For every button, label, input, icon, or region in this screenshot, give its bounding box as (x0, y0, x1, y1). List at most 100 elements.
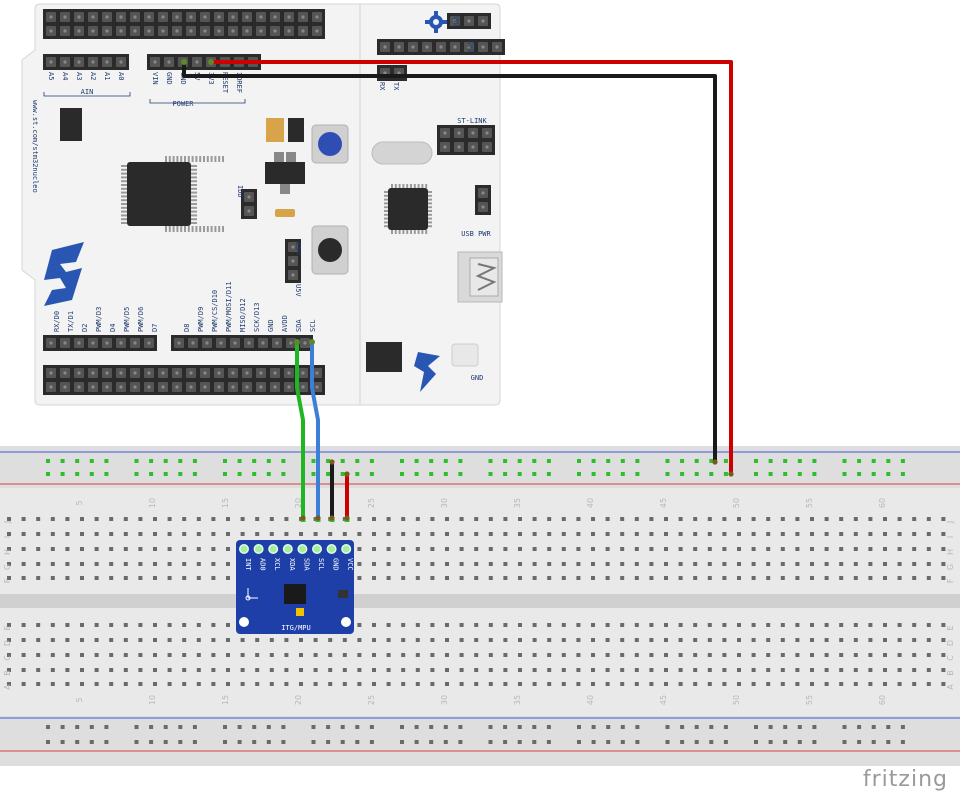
bb-hole (620, 638, 625, 642)
header-pin-hole (245, 371, 249, 375)
rail-hole (606, 472, 611, 476)
bb-hole (810, 668, 814, 672)
bb-hole (766, 547, 771, 551)
bb-hole (678, 532, 683, 536)
user-button[interactable] (311, 124, 349, 164)
bb-hole (897, 517, 902, 521)
rail-hole (458, 472, 463, 476)
module-pin-label: GND (332, 558, 340, 571)
bb-hole (926, 517, 931, 521)
header-pin-hole (287, 29, 291, 33)
bb-hole (21, 682, 26, 686)
wire-end (309, 339, 315, 345)
header-pin-hole (175, 371, 179, 375)
bb-hole (109, 638, 114, 642)
row-letter: J (946, 521, 955, 524)
mcu-pin (191, 199, 197, 202)
bb-hole (605, 517, 610, 521)
header-pin-hole (105, 60, 109, 64)
bb-hole (649, 562, 654, 566)
bb-hole (532, 668, 537, 672)
bb-hole (109, 517, 114, 521)
header-pin-hole (383, 45, 387, 49)
rail-hole (75, 740, 80, 744)
bb-hole (299, 638, 303, 642)
rail-hole (768, 740, 773, 744)
rail-hole (104, 725, 109, 729)
bb-hole (649, 547, 654, 551)
stlink-pin (394, 230, 397, 234)
bb-hole (401, 576, 406, 580)
bb-hole (328, 653, 333, 657)
rail-hole (178, 459, 183, 463)
header-pin-hole (175, 29, 179, 33)
rail-hole (429, 725, 434, 729)
bb-hole (211, 576, 216, 580)
header-pin-hole (161, 385, 165, 389)
column-numbers: 5510101515202025253030353540404545505055… (75, 498, 887, 705)
bb-hole (693, 682, 698, 686)
mcu-pin (172, 226, 175, 232)
header-pin-hole (471, 131, 475, 135)
bb-hole (532, 653, 537, 657)
row-letter: D (3, 640, 12, 646)
bb-hole (211, 532, 216, 536)
bb-hole (167, 623, 172, 627)
rail-hole (75, 472, 80, 476)
usb-connector[interactable] (457, 251, 503, 303)
bb-hole (664, 547, 668, 551)
bb-hole (561, 653, 566, 657)
bb-hole (664, 653, 668, 657)
bb-hole (36, 576, 41, 580)
bb-hole (109, 623, 114, 627)
bb-hole (65, 547, 70, 551)
header-pin-hole (245, 385, 249, 389)
bb-hole (196, 638, 201, 642)
module-pin-pad (342, 545, 350, 553)
bb-hole (518, 682, 522, 686)
bb-hole (751, 562, 756, 566)
rail-hole (886, 740, 891, 744)
bb-hole (211, 623, 216, 627)
row-letter: E (3, 625, 12, 630)
header-pin-hole (273, 29, 277, 33)
bb-hole (941, 623, 946, 627)
pin-label: GND (179, 72, 187, 85)
bb-hole (561, 547, 566, 551)
power-label: POWER (172, 100, 194, 108)
reset-button[interactable] (311, 225, 349, 275)
bb-hole (7, 638, 11, 642)
bb-hole (853, 668, 858, 672)
column-number: 20 (294, 695, 303, 705)
column-number: 50 (732, 695, 741, 705)
url-text: www.st.com/stm32nucleo (31, 100, 39, 193)
bb-hole (912, 668, 917, 672)
rail-hole (134, 472, 139, 476)
header-pin-hole (315, 385, 319, 389)
bb-hole (547, 638, 552, 642)
mount-hole-right (341, 617, 351, 627)
header-pin-hole (485, 131, 489, 135)
rail-hole (400, 459, 404, 463)
bb-hole (678, 623, 683, 627)
pin-label: PWM/MOSI/D11 (225, 281, 233, 332)
bb-hole (839, 576, 844, 580)
rail-hole (709, 459, 714, 463)
bb-hole (211, 517, 216, 521)
bb-hole (357, 653, 362, 657)
morpho-header-bottom (43, 365, 325, 395)
bb-hole (196, 668, 201, 672)
bb-hole (926, 562, 931, 566)
bb-hole (810, 653, 814, 657)
header-pin-hole (133, 385, 137, 389)
column-number: 25 (367, 498, 376, 508)
mcu-pin (121, 195, 127, 198)
rail-hole (326, 472, 331, 476)
header-pin-hole (119, 341, 123, 345)
mcu-pin (191, 176, 197, 179)
bb-hole (430, 517, 435, 521)
bb-hole (518, 638, 522, 642)
bb-hole (693, 576, 698, 580)
bb-hole (824, 623, 829, 627)
